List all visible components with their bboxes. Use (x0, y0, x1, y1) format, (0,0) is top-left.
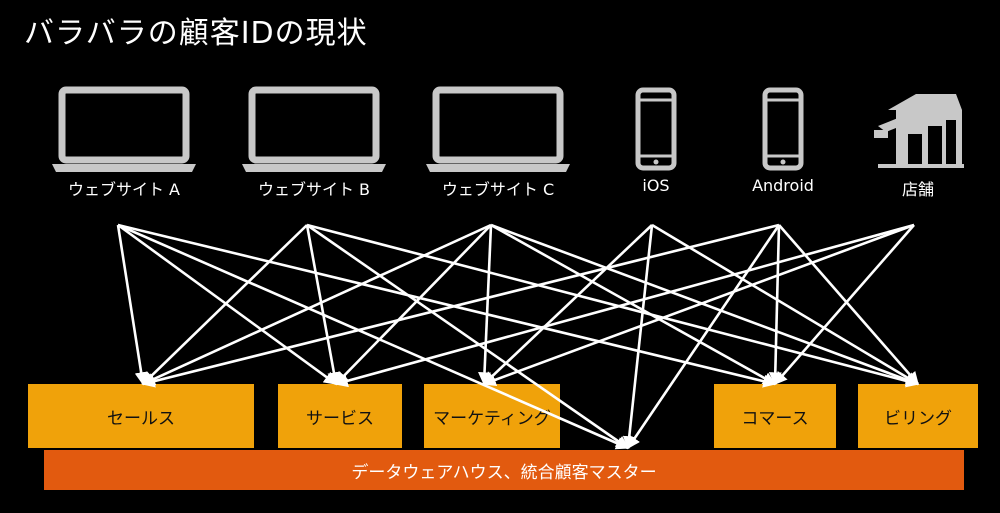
arrow (334, 223, 915, 388)
arrow (482, 223, 915, 387)
arrow (483, 224, 653, 385)
arrow (490, 223, 920, 387)
smartphone-icon (762, 87, 804, 171)
laptop-icon (242, 86, 386, 172)
arrow (306, 223, 920, 388)
arrow (768, 224, 782, 386)
device-label: 店舗 (901, 180, 934, 199)
arrow (490, 223, 777, 386)
device-store: 店舗 (838, 80, 998, 200)
arrow (305, 224, 341, 386)
arrow (622, 224, 654, 450)
system-service: サービス (278, 384, 402, 448)
device-label: ウェブサイト B (257, 180, 371, 199)
device-website-c: ウェブサイト C (418, 80, 578, 200)
system-billing: ビリング (858, 384, 978, 448)
arrow (774, 224, 915, 385)
system-sales: セールス (28, 384, 254, 448)
arrow (141, 223, 492, 386)
arrow (778, 224, 919, 385)
device-label: ウェブサイト C (441, 180, 555, 199)
device-label: iOS (642, 176, 670, 195)
system-marketing: マーケティング (424, 384, 560, 448)
page-title: バラバラの顧客IDの現状 (24, 16, 368, 51)
data-warehouse-bar: データウェアハウス、統合顧客マスター (44, 450, 964, 490)
device-website-b: ウェブサイト B (234, 80, 394, 200)
arrow (142, 224, 308, 385)
arrow (116, 224, 148, 386)
arrow (478, 224, 493, 386)
arrow (117, 223, 338, 386)
device-label: ウェブサイト A (67, 180, 181, 199)
arrow (651, 223, 920, 386)
device-android: Android (703, 80, 863, 200)
device-website-a: ウェブサイト A (44, 80, 204, 200)
arrow (626, 224, 781, 450)
arrow (141, 223, 780, 388)
store-icon (874, 94, 964, 168)
smartphone-icon (635, 87, 677, 171)
device-label: Android (752, 176, 814, 195)
laptop-icon (52, 86, 196, 172)
arrow (335, 224, 492, 385)
arrow (117, 223, 777, 388)
arrow (117, 223, 630, 450)
device-ios: iOS (576, 80, 736, 200)
system-commerce: コマース (714, 384, 836, 448)
arrow (306, 223, 630, 450)
laptop-icon (426, 86, 570, 172)
